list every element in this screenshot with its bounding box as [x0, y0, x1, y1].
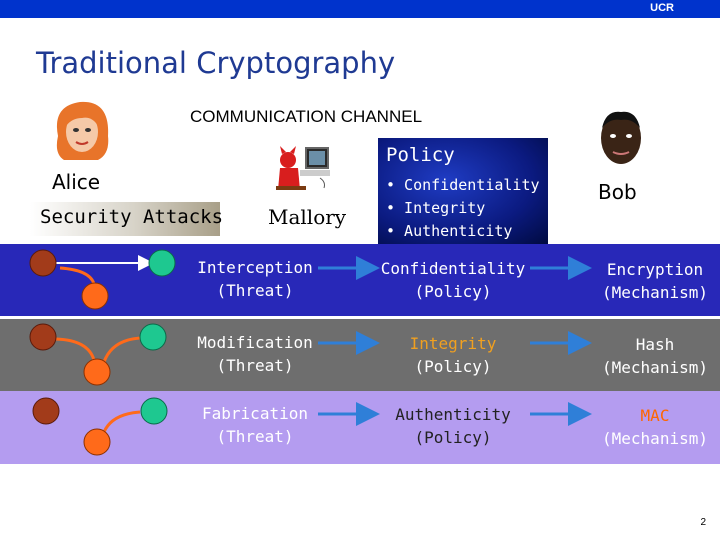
destination-node-icon [141, 398, 167, 424]
policy-name: Authenticity [378, 403, 528, 426]
policy-type: (Policy) [378, 280, 528, 303]
attacker-node-icon [84, 359, 110, 385]
threat-label: Fabrication (Threat) [190, 402, 320, 448]
threat-label: Interception (Threat) [190, 256, 320, 302]
threat-name: Modification [190, 331, 320, 354]
threat-name: Interception [190, 256, 320, 279]
modification-diagram [30, 324, 166, 385]
source-node-icon [30, 324, 56, 350]
policy-type: (Policy) [378, 355, 528, 378]
flow-arrow [56, 339, 94, 360]
page-number: 2 [700, 517, 706, 528]
policy-label: Authenticity (Policy) [378, 403, 528, 449]
threat-label: Modification (Threat) [190, 331, 320, 377]
threat-name: Fabrication [190, 402, 320, 425]
mechanism-type: (Mechanism) [594, 281, 716, 304]
mechanism-type: (Mechanism) [594, 356, 716, 379]
source-node-icon [30, 250, 56, 276]
interception-diagram [30, 250, 175, 309]
flow-arrow [104, 338, 140, 362]
mechanism-label: MAC (Mechanism) [594, 404, 716, 450]
source-node-icon [33, 398, 59, 424]
mechanism-name: MAC [594, 404, 716, 427]
flow-arrow [104, 412, 140, 432]
threat-type: (Threat) [190, 354, 320, 377]
destination-node-icon [149, 250, 175, 276]
threat-type: (Threat) [190, 425, 320, 448]
fabrication-diagram [33, 398, 167, 455]
policy-label: Confidentiality (Policy) [378, 257, 528, 303]
attacker-node-icon [82, 283, 108, 309]
policy-type: (Policy) [378, 426, 528, 449]
destination-node-icon [140, 324, 166, 350]
flow-arrow [60, 268, 94, 284]
policy-name: Integrity [378, 332, 528, 355]
attacker-node-icon [84, 429, 110, 455]
mechanism-name: Encryption [594, 258, 716, 281]
mechanism-name: Hash [594, 333, 716, 356]
threat-type: (Threat) [190, 279, 320, 302]
mechanism-label: Encryption (Mechanism) [594, 258, 716, 304]
mechanism-label: Hash (Mechanism) [594, 333, 716, 379]
mechanism-type: (Mechanism) [594, 427, 716, 450]
policy-name: Confidentiality [378, 257, 528, 280]
policy-label: Integrity (Policy) [378, 332, 528, 378]
